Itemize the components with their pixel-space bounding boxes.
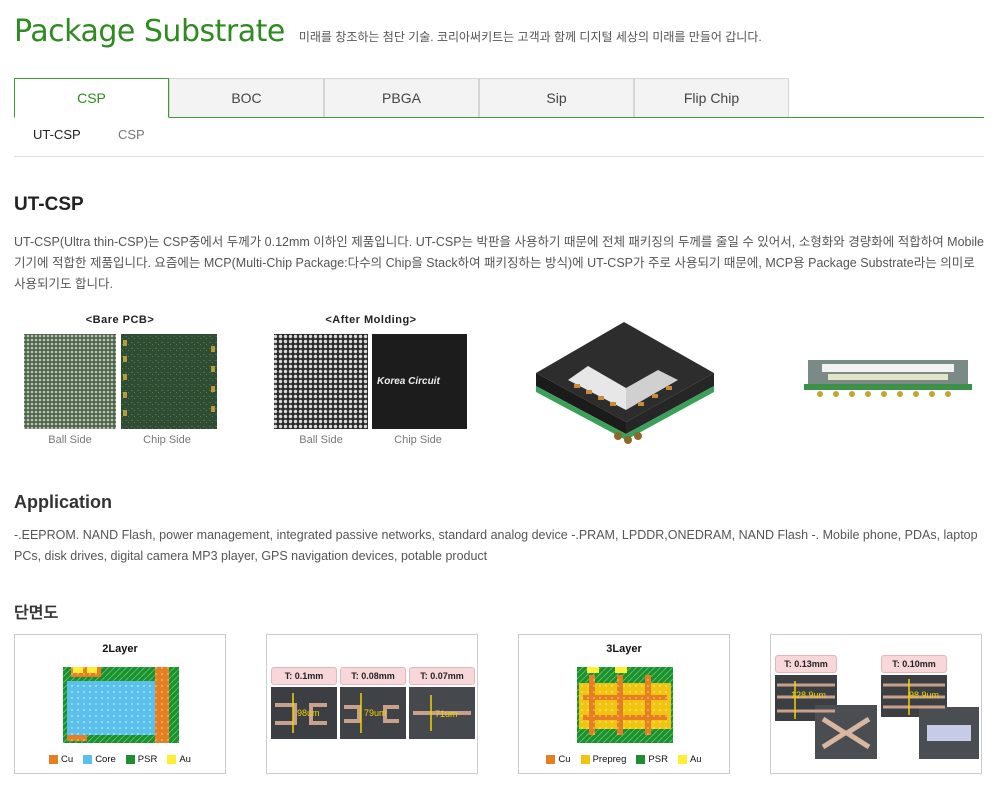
legend-item-cu: Cu xyxy=(49,754,73,765)
subtab-csp[interactable]: CSP xyxy=(118,127,145,142)
thickness-label: T: 0.1mm xyxy=(271,667,337,685)
thickness-measure: 71um xyxy=(435,709,458,719)
legend-swatch xyxy=(580,755,590,764)
legend-item-cu: Cu xyxy=(546,754,571,765)
tab-boc[interactable]: BOC xyxy=(169,78,324,117)
thickness-label: T: 0.07mm xyxy=(409,667,475,685)
korea-circuit-logo: Korea Circuit xyxy=(377,376,440,387)
tab-pbga[interactable]: PBGA xyxy=(324,78,479,117)
application-text: -.EEPROM. NAND Flash, power management, … xyxy=(14,528,978,563)
legend-swatch xyxy=(677,755,687,764)
thickness-label: T: 0.13mm xyxy=(775,655,837,673)
section-title: UT-CSP xyxy=(14,194,84,215)
thickness-micrograph-images-3layer xyxy=(775,675,979,759)
page-title: Package Substrate xyxy=(14,14,285,49)
card-3layer-diagram xyxy=(577,667,673,743)
application-title: Application xyxy=(14,492,112,512)
page-subtitle: 미래를 창조하는 첨단 기술. 코리아써키트는 고객과 함께 디지털 세상의 미… xyxy=(298,30,762,44)
after-molding-image xyxy=(274,334,467,429)
tab-sip[interactable]: Sip xyxy=(479,78,634,117)
bare-pcb-figure: <Bare PCB> Ball Side Chip Side xyxy=(22,314,218,454)
thickness-measure: 98um xyxy=(297,708,320,718)
cross-section-card-thickness-3layer: T: 0.13mm T: 0.10mm 128.9um 98.9um xyxy=(770,634,982,774)
legend-item-au: Au xyxy=(677,754,702,765)
subtab-ut-csp[interactable]: UT-CSP xyxy=(33,127,81,142)
legend-swatch xyxy=(167,755,177,764)
after-molding-figure: <After Molding> Korea Circuit Ball Side … xyxy=(273,314,469,454)
thickness-label: T: 0.10mm xyxy=(881,655,947,673)
card-2layer-diagram xyxy=(63,667,179,743)
cross-section-title: 단면도 xyxy=(14,605,59,622)
bare-pcb-image xyxy=(24,334,217,429)
legend-swatch xyxy=(636,755,646,764)
cross-section-schematic xyxy=(804,360,972,397)
legend-item-core: Core xyxy=(83,754,116,765)
thickness-measure: 79um xyxy=(364,708,387,718)
legend-item-prepreg: Prepreg xyxy=(580,754,626,765)
legend-swatch xyxy=(125,755,135,764)
legend-item-au: Au xyxy=(167,754,191,765)
bare-pcb-caption: <Bare PCB> xyxy=(85,314,155,326)
thickness-micrograph-images xyxy=(271,687,475,739)
cross-section-card-2layer: 2Layer Cu Core PSR Au xyxy=(14,634,226,774)
cross-section-card-3layer: 3Layer Cu Prepreg PSR Au xyxy=(518,634,730,774)
product-tabs: CSP BOC PBGA Sip Flip Chip xyxy=(14,78,984,118)
bare-pcb-chip-side-label: Chip Side xyxy=(143,434,191,446)
tab-flip-chip[interactable]: Flip Chip xyxy=(634,78,789,117)
card-2layer-legend: Cu Core PSR Au xyxy=(15,754,225,765)
legend-swatch xyxy=(83,755,93,764)
thickness-measure: 128.9um xyxy=(791,690,827,700)
page-header: Package Substrate 미래를 창조하는 첨단 기술. 코리아써키트… xyxy=(14,14,762,49)
legend-item-psr: PSR xyxy=(125,754,157,765)
bare-pcb-ball-side-label: Ball Side xyxy=(48,434,92,446)
package-3d-illustration xyxy=(536,322,714,444)
card-3layer-legend: Cu Prepreg PSR Au xyxy=(519,754,729,765)
section-description: UT-CSP(Ultra thin-CSP)는 CSP중에서 두께가 0.12m… xyxy=(14,235,984,291)
legend-swatch xyxy=(49,755,59,764)
thickness-measure: 98.9um xyxy=(909,690,940,700)
after-molding-chip-side-label: Chip Side xyxy=(394,434,442,446)
after-molding-caption: <After Molding> xyxy=(325,314,417,326)
sub-tabs: UT-CSP CSP xyxy=(14,127,984,157)
cross-section-card-thickness-2layer: T: 0.1mm T: 0.08mm T: 0.07mm 98um 79um 7… xyxy=(266,634,478,774)
card-2layer-title: 2Layer xyxy=(102,643,138,655)
thickness-label: T: 0.08mm xyxy=(340,667,406,685)
after-molding-ball-side-label: Ball Side xyxy=(299,434,343,446)
card-3layer-title: 3Layer xyxy=(606,643,642,655)
legend-item-psr: PSR xyxy=(636,754,668,765)
legend-swatch xyxy=(546,755,556,764)
tab-csp[interactable]: CSP xyxy=(14,78,169,118)
